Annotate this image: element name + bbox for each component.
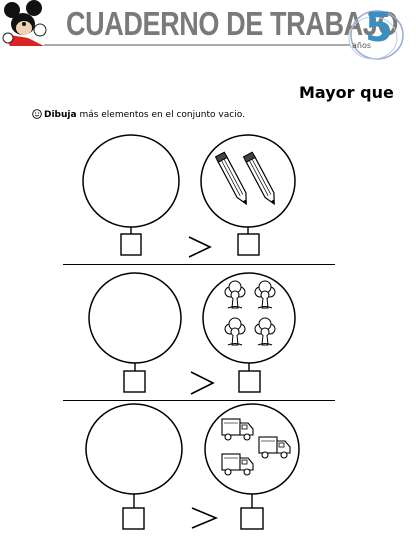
empty-set-circle	[85, 403, 183, 495]
instruction-rest: más elementos en el conjunto vacio.	[76, 110, 245, 120]
exercise-row-2	[88, 272, 296, 395]
row-divider	[63, 264, 335, 265]
age-badge-label: años	[352, 41, 372, 50]
answer-box	[237, 233, 260, 256]
instruction-verb: Dibuja	[44, 110, 77, 120]
mickey-mascot-icon	[2, 0, 47, 46]
greater-than-symbol	[188, 236, 212, 258]
instruction-text: Dibuja más elementos en el conjunto vaci…	[44, 110, 245, 120]
pencils-set-circle	[200, 134, 296, 228]
empty-set-circle	[82, 134, 180, 228]
exercise-row-1	[82, 134, 296, 258]
greater-than-symbol	[191, 507, 219, 529]
trees-set-circle	[202, 272, 296, 364]
row-divider	[63, 400, 335, 401]
answer-box	[123, 370, 146, 393]
answer-box	[120, 233, 142, 256]
header-underline	[44, 44, 350, 46]
exercise-row-3	[85, 403, 300, 530]
answer-box	[122, 507, 145, 530]
answer-box	[240, 507, 264, 530]
age-badge-icon	[348, 10, 404, 60]
age-badge-number: 5	[365, 5, 393, 51]
header-title: CUADERNO DE TRABAJO	[66, 5, 398, 42]
empty-set-circle	[88, 272, 182, 364]
section-title: Mayor que	[299, 83, 394, 102]
smiley-icon	[32, 109, 42, 119]
greater-than-symbol	[190, 371, 215, 395]
answer-box	[238, 370, 261, 393]
